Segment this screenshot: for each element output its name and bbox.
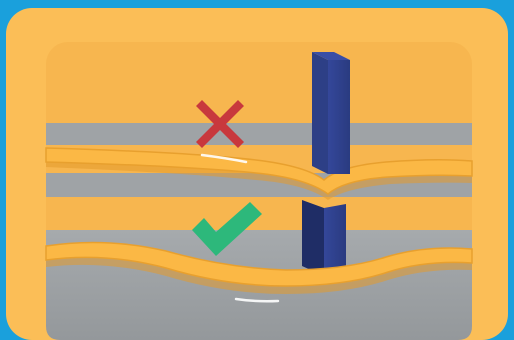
road-band-top [46, 123, 472, 145]
inner-panel [46, 42, 472, 340]
post-lower [302, 200, 346, 276]
illustration-svg [6, 8, 508, 340]
illustration-frame [6, 8, 508, 340]
post-upper [312, 52, 350, 174]
